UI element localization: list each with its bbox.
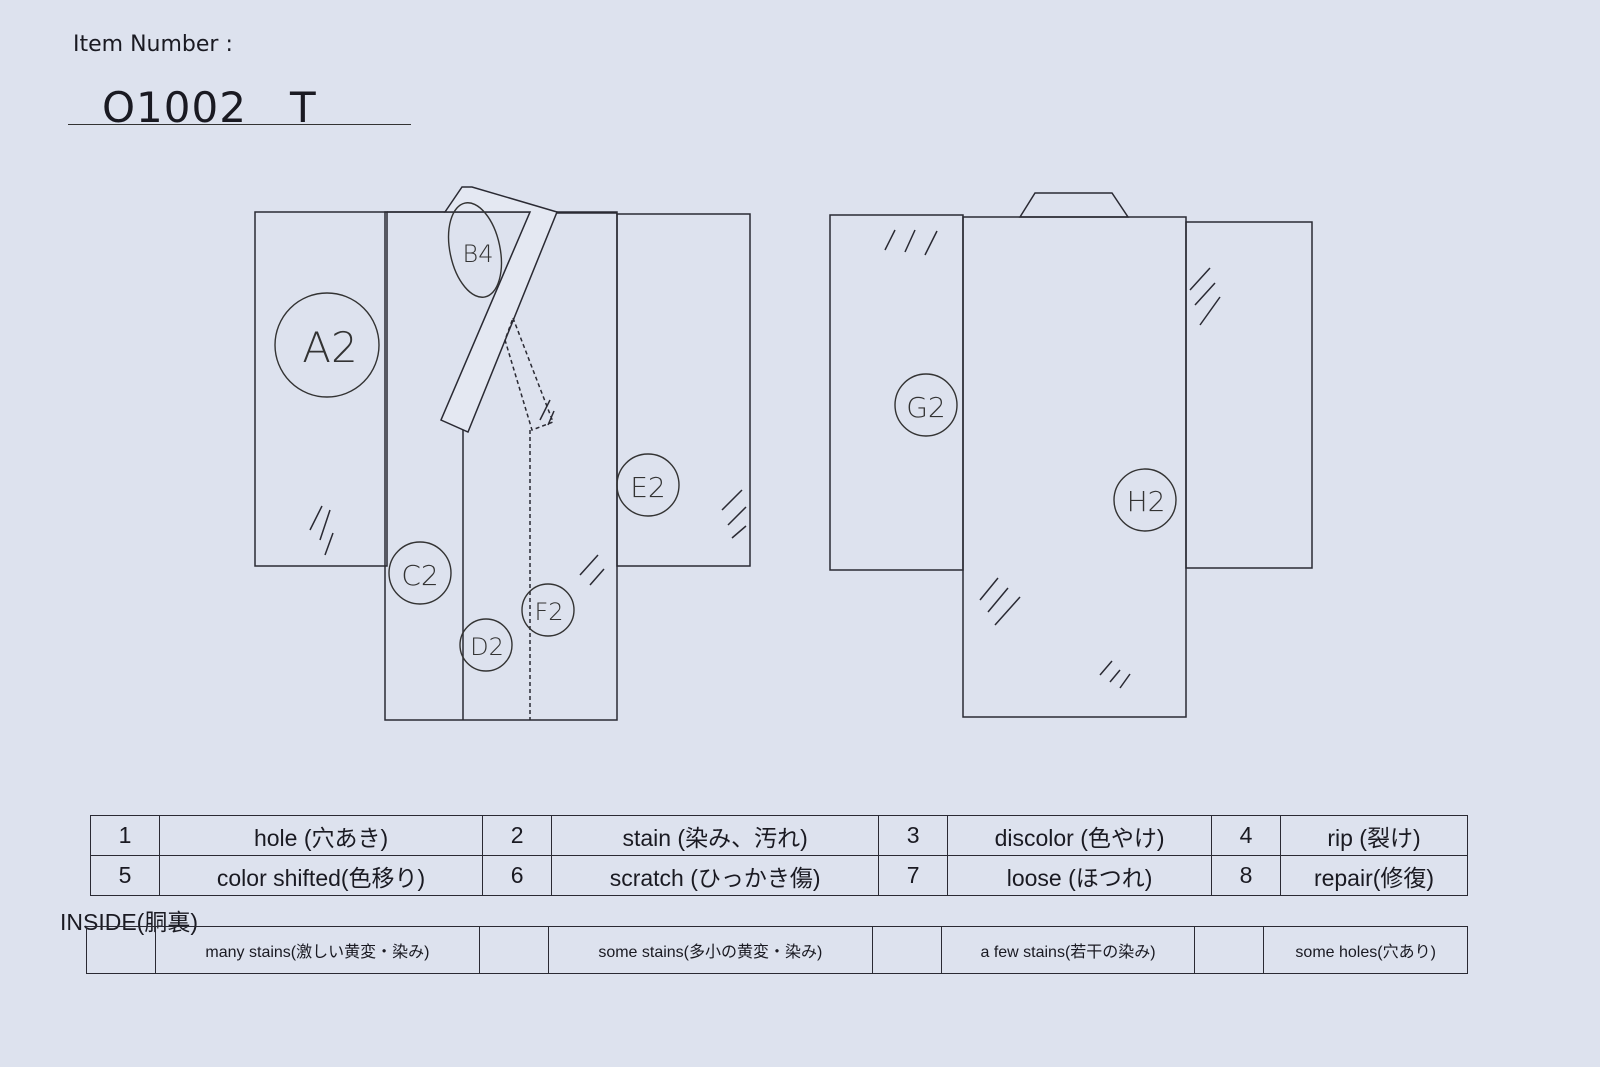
item-number-label: Item Number : [73, 32, 233, 57]
legend-num: 5 [90, 855, 160, 896]
inside-checkbox[interactable] [871, 926, 942, 974]
mark-circle-d [459, 618, 513, 672]
damage-legend-table: 1 hole (穴あき) 2 stain (染み、汚れ) 3 discolor … [90, 815, 1468, 896]
front-view [254, 186, 751, 721]
mark-b4: B4 [463, 240, 494, 268]
mark-circle-g [894, 373, 958, 437]
mark-circle-e [616, 453, 680, 517]
legend-label: discolor (色やけ) [947, 815, 1213, 856]
legend-num: 8 [1211, 855, 1282, 896]
legend-num: 4 [1211, 815, 1282, 856]
mark-c2: C2 [401, 559, 438, 592]
legend-row: 1 hole (穴あき) 2 stain (染み、汚れ) 3 discolor … [90, 815, 1468, 856]
inside-condition-table: many stains(激しい黄変・染み) some stains(多小の黄変・… [86, 926, 1468, 974]
legend-label: rip (裂け) [1280, 815, 1468, 856]
mark-circle-f [521, 583, 575, 637]
legend-num: 6 [482, 855, 553, 896]
front-left-sleeve [254, 211, 388, 567]
collar [440, 186, 559, 434]
inside-row: many stains(激しい黄変・染み) some stains(多小の黄変・… [86, 926, 1468, 974]
mark-d2: D2 [470, 633, 504, 661]
legend-label: scratch (ひっかき傷) [551, 855, 880, 896]
legend-num: 1 [90, 815, 160, 856]
front-right-sleeve [616, 213, 751, 567]
mark-circle-c [388, 541, 452, 605]
mark-circle-b [447, 202, 503, 298]
mark-g2: G2 [906, 391, 946, 424]
back-body [962, 216, 1187, 718]
inside-option: some stains(多小の黄変・染み) [547, 926, 873, 974]
back-view [829, 192, 1313, 718]
mark-h2: H2 [1127, 485, 1166, 518]
legend-num: 7 [878, 855, 949, 896]
inside-checkbox[interactable] [1194, 926, 1265, 974]
inside-option: some holes(穴あり) [1263, 926, 1468, 974]
legend-num: 2 [482, 815, 553, 856]
legend-label: loose (ほつれ) [947, 855, 1213, 896]
legend-label: hole (穴あき) [158, 815, 484, 856]
inside-option: a few stains(若干の染み) [940, 926, 1196, 974]
legend-num: 3 [878, 815, 949, 856]
item-number-underline [68, 124, 411, 125]
legend-label: stain (染み、汚れ) [551, 815, 880, 856]
mark-f2: F2 [534, 598, 563, 626]
mark-e2: E2 [630, 471, 666, 504]
legend-label: repair(修復) [1280, 855, 1468, 896]
legend-label: color shifted(色移り) [158, 855, 484, 896]
item-number-value: O1002 T [102, 83, 317, 132]
legend-row: 5 color shifted(色移り) 6 scratch (ひっかき傷) 7… [90, 855, 1468, 896]
inside-checkbox[interactable] [86, 926, 156, 974]
back-neck [1018, 192, 1130, 218]
mark-circle-a [274, 292, 380, 398]
mark-circle-h [1113, 468, 1177, 532]
damage-marks [274, 202, 1177, 672]
inside-option: many stains(激しい黄変・染み) [155, 926, 480, 974]
mark-a2: A2 [302, 323, 357, 372]
inside-checkbox[interactable] [478, 926, 549, 974]
